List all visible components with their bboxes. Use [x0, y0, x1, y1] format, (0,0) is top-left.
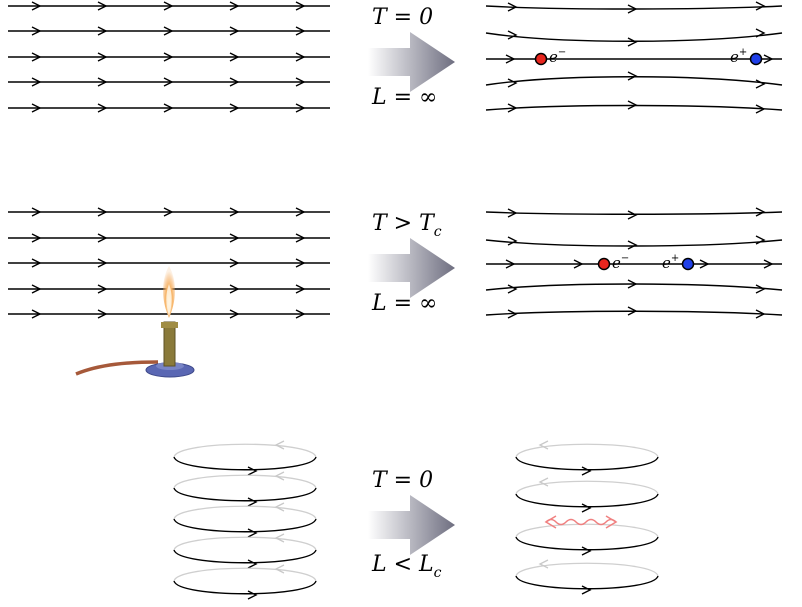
transition-arrow-bottom	[368, 495, 455, 555]
transition-arrow-middle	[368, 238, 455, 298]
transition-arrow-top	[368, 32, 455, 92]
size-label-middle: L = ∞	[371, 291, 437, 316]
field-lines-left-top	[8, 1, 330, 113]
positron-top	[749, 52, 763, 66]
panel-bottom: T = 0 L < Lc	[173, 440, 659, 600]
condition-label-top: T = 0	[372, 5, 433, 30]
flux-loops-left	[173, 440, 317, 600]
photon-wiggle-icon	[544, 515, 618, 529]
electron-label-middle: e−	[612, 253, 629, 272]
field-lines-right-middle	[485, 207, 783, 319]
panel-top: T = 0 L = ∞ e− e+	[8, 1, 783, 114]
positron-label-top: e+	[730, 47, 747, 66]
electron-middle	[597, 257, 611, 271]
panel-middle: T > Tc L = ∞ e− e+	[8, 207, 783, 378]
flux-loops-right	[515, 440, 659, 595]
size-label-top: L = ∞	[371, 85, 437, 110]
electron-top	[534, 52, 548, 66]
condition-label-middle: T > Tc	[372, 211, 442, 240]
condition-label-bottom: T = 0	[372, 468, 433, 493]
positron-middle	[681, 257, 695, 271]
electron-label-top: e−	[549, 47, 566, 66]
positron-label-middle: e+	[662, 253, 679, 272]
bunsen-burner-icon	[75, 266, 195, 378]
size-label-bottom: L < Lc	[371, 552, 442, 581]
field-lines-left-middle	[8, 207, 330, 319]
